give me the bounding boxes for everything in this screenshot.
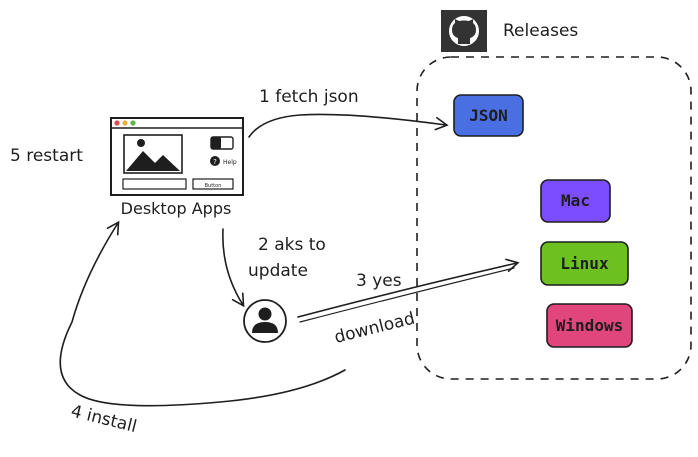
windows-node[interactable]: Windows [546, 303, 633, 348]
user-icon [243, 299, 287, 343]
help-text: Help [223, 159, 237, 166]
linux-node[interactable]: Linux [540, 241, 629, 286]
json-node[interactable]: JSON [453, 94, 524, 137]
linux-node-label: Linux [560, 254, 609, 273]
releases-title: Releases [503, 21, 578, 41]
mac-node[interactable]: Mac [540, 179, 611, 223]
releases-container [416, 56, 692, 380]
svg-text:?: ? [213, 158, 217, 166]
yes-label: 3 yes [356, 271, 402, 291]
download-label: download [332, 309, 417, 348]
fetch-json-label: 1 fetch json [259, 87, 359, 107]
window-maximize-dot [130, 120, 136, 126]
desktop-apps-label: Desktop Apps [121, 199, 232, 218]
github-icon [441, 10, 487, 52]
windows-node-label: Windows [556, 316, 623, 335]
image-icon [123, 134, 183, 174]
install-label: 4 install [69, 401, 139, 437]
ask-update-label-2: update [248, 261, 308, 281]
mac-node-label: Mac [561, 191, 590, 210]
fetch-json-arrow [248, 113, 449, 138]
toggle-switch [210, 136, 234, 150]
window-minimize-dot [122, 120, 128, 126]
window-close-dot [114, 120, 120, 126]
ask-update-arrow [222, 228, 245, 308]
download-arrow [297, 258, 520, 318]
install-arrow [59, 220, 346, 407]
help-icon [210, 156, 220, 166]
ask-update-label-1: 2 aks to [258, 235, 326, 255]
json-node-label: JSON [469, 106, 508, 125]
app-button [192, 178, 234, 190]
app-button-label: Button [205, 183, 222, 189]
app-input-field [122, 178, 187, 190]
desktop-app-window: ? Help Button [110, 117, 244, 196]
restart-label: 5 restart [10, 146, 83, 166]
